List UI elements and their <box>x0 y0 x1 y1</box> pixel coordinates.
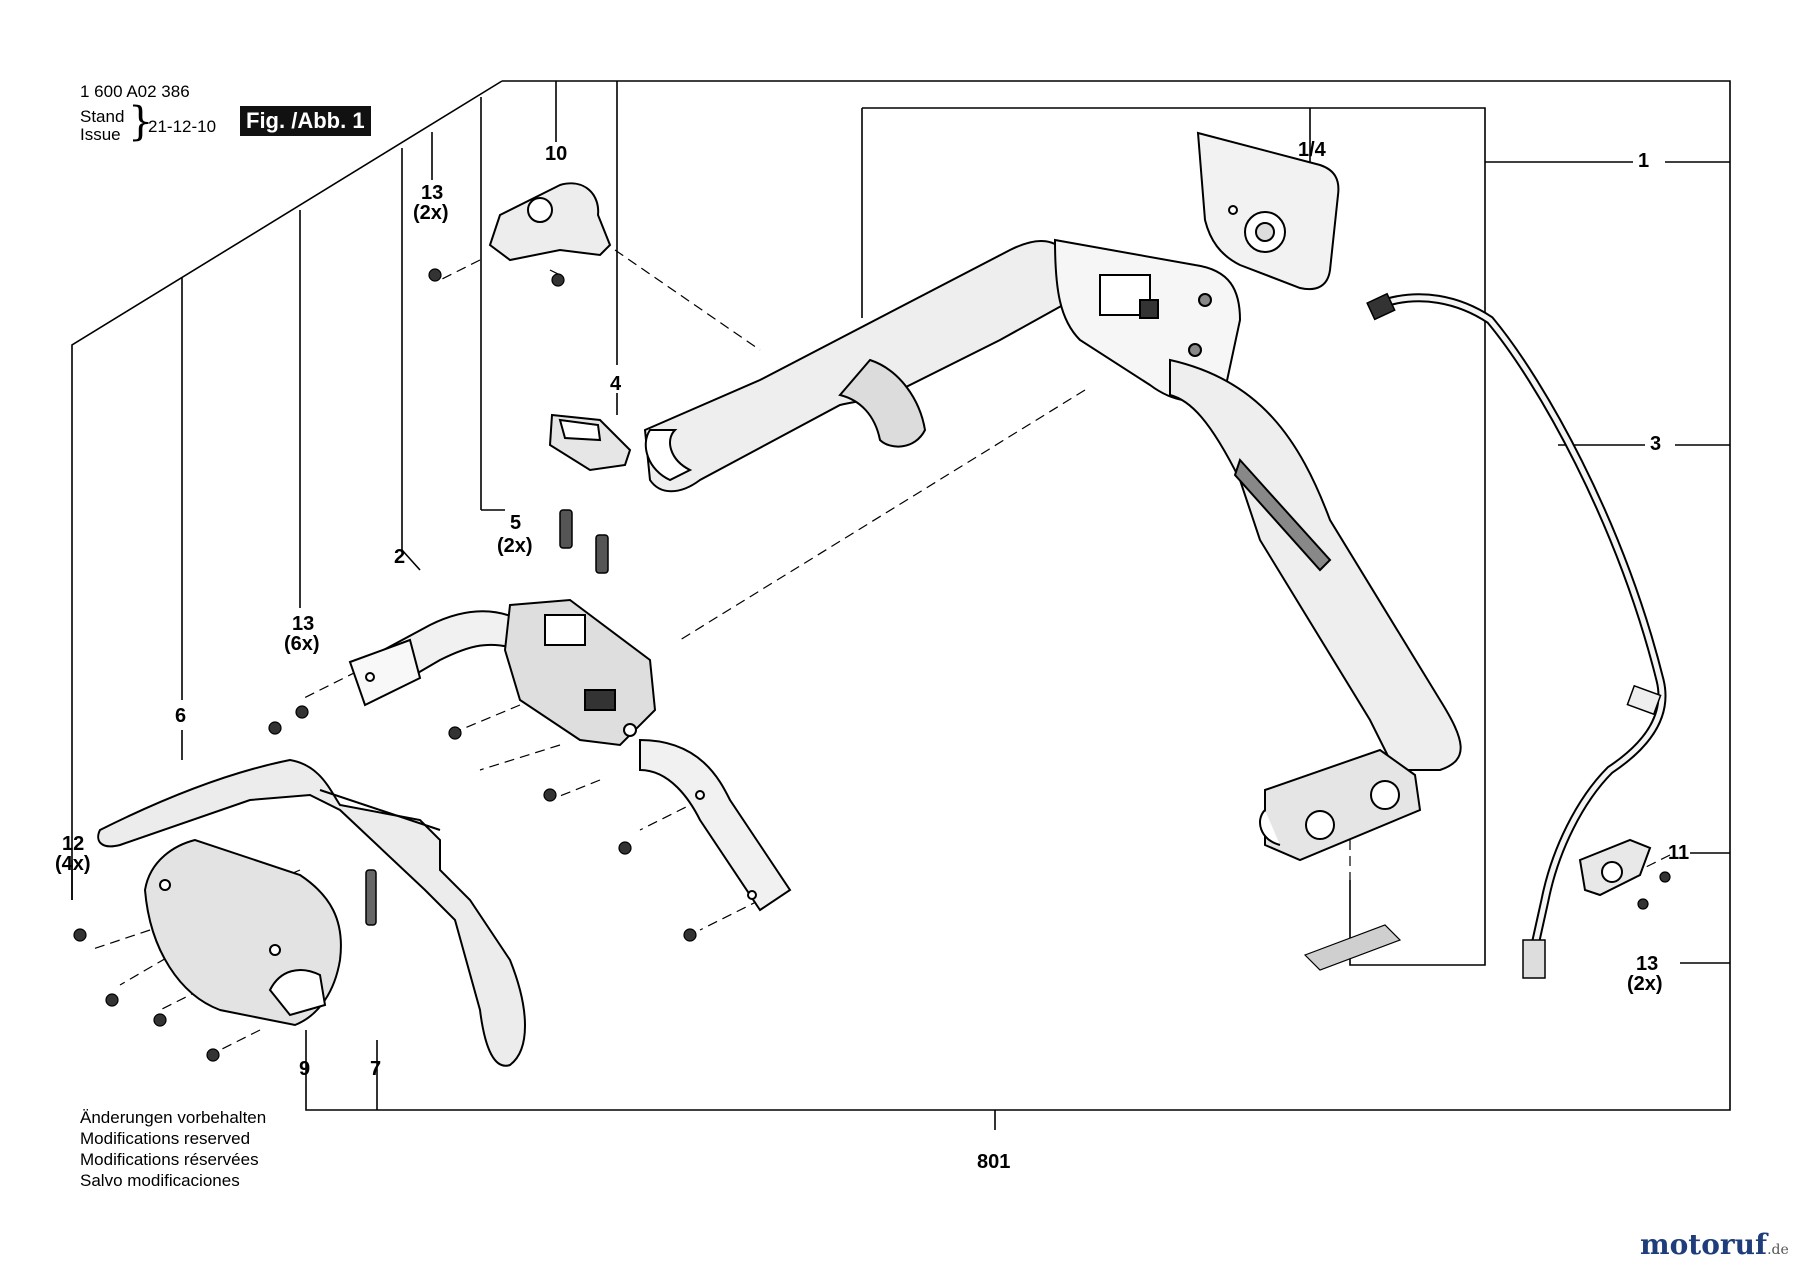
note-es: Salvo modificaciones <box>80 1171 240 1190</box>
callout-801: 801 <box>977 1151 1011 1173</box>
issue-date: 21-12-10 <box>148 117 217 136</box>
callout-6: 6 <box>175 705 187 727</box>
document-number: 1 600 A02 386 <box>80 82 190 101</box>
cable-part-3 <box>1366 292 1667 979</box>
callout-13-top: 13 <box>421 182 444 204</box>
springs-part-5 <box>559 509 609 574</box>
label-plate-part-1-4 <box>1196 131 1340 290</box>
watermark-logo: motoruf.de <box>1640 1228 1789 1261</box>
callout-12-qty: (4x) <box>55 853 91 875</box>
callout-1: 1 <box>1638 150 1650 172</box>
callout-9: 9 <box>299 1058 311 1080</box>
lever-part-6 <box>97 758 526 1067</box>
knob-part-4 <box>548 413 632 472</box>
callout-5-qty: (2x) <box>497 535 533 557</box>
callout-13-top-qty: (2x) <box>413 202 449 224</box>
part-1-frame <box>862 107 1486 966</box>
lower-handle-part-2 <box>348 598 792 912</box>
brace-glyph: } <box>128 99 154 145</box>
main-handle-part-1 <box>643 238 1462 971</box>
callout-11: 11 <box>1668 842 1690 864</box>
callout-7: 7 <box>370 1058 382 1080</box>
callout-13-right-qty: (2x) <box>1627 973 1663 995</box>
watermark-suffix: .de <box>1767 1242 1789 1258</box>
frame-diagonal <box>71 80 503 900</box>
callout-12: 12 <box>62 833 85 855</box>
note-fr: Modifications réservées <box>80 1150 259 1169</box>
callout-1-4: 1/4 <box>1298 139 1326 161</box>
callout-10: 10 <box>545 143 568 165</box>
figure-label: Fig. /Abb. 1 <box>240 106 371 136</box>
note-en: Modifications reserved <box>80 1129 251 1148</box>
callout-4: 4 <box>610 373 622 395</box>
note-de: Änderungen vorbehalten <box>80 1108 267 1127</box>
callout-13-mid-qty: (6x) <box>284 633 320 655</box>
callout-5: 5 <box>510 512 522 534</box>
stand-label: Stand <box>80 107 125 126</box>
cover-part-9 <box>143 838 342 1027</box>
clip-part-11 <box>1578 838 1652 897</box>
watermark-text: motoruf <box>1640 1228 1768 1261</box>
callout-2: 2 <box>394 546 406 568</box>
callout-13-mid: 13 <box>292 613 315 635</box>
bracket-part-10 <box>488 182 612 262</box>
callout-13-right: 13 <box>1636 953 1659 975</box>
issue-label: Issue <box>80 125 121 144</box>
assembly-frame-line <box>305 80 1731 1111</box>
callout-3: 3 <box>1650 433 1662 455</box>
screws <box>73 268 1671 1062</box>
spring-part-7 <box>365 869 377 926</box>
